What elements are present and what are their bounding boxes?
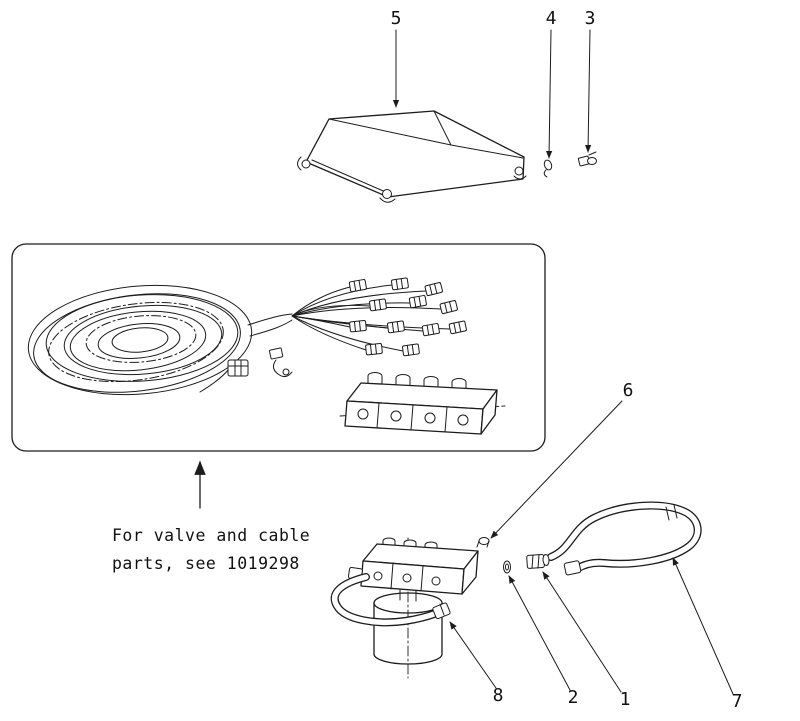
hose-7-end-fitting <box>563 560 582 576</box>
leader-1 <box>542 571 622 693</box>
hose-8-end-fitting <box>432 602 451 620</box>
leader-2 <box>508 575 571 691</box>
part-3-fitting <box>577 151 597 167</box>
leader-6 <box>490 400 623 539</box>
callout-4: 4 <box>546 8 557 29</box>
cable-connector <box>439 300 458 315</box>
hose-7 <box>547 501 702 576</box>
cable-coil <box>27 284 293 396</box>
callout-7: 7 <box>732 691 743 712</box>
relay-bracket <box>268 347 293 378</box>
callout-5: 5 <box>391 8 402 29</box>
hose-8 <box>330 573 451 627</box>
leader-7 <box>672 557 734 695</box>
leader-3 <box>584 29 592 153</box>
cable-connectors <box>348 277 467 357</box>
part-2-washer <box>503 560 511 574</box>
cable-connector <box>390 277 409 291</box>
part-6-plug <box>476 537 490 548</box>
cover-tab-right <box>513 166 527 180</box>
leader-4 <box>545 29 553 159</box>
part-1-fitting <box>526 554 550 569</box>
callout-1: 1 <box>620 689 631 710</box>
cable-connector <box>386 320 405 334</box>
cover-plate <box>297 110 527 203</box>
wire-harness <box>291 284 451 352</box>
cable-connector <box>408 295 427 309</box>
callout-6: 6 <box>623 380 634 401</box>
square-connector <box>227 359 249 377</box>
cable-connector <box>348 279 367 293</box>
cable-connector <box>368 298 387 312</box>
cable-connector <box>424 282 443 297</box>
callout-3: 3 <box>585 8 596 29</box>
cable-connector <box>365 343 383 356</box>
cable-connector <box>421 323 440 337</box>
leader-8 <box>449 621 497 689</box>
cover-tab-left <box>297 156 311 171</box>
manifold-block <box>347 537 490 595</box>
callout-2: 2 <box>568 687 579 708</box>
part-4-clip <box>543 159 553 178</box>
note-line-2: parts, see 1019298 <box>112 554 300 573</box>
cover-tab-bottom <box>379 189 396 203</box>
valve-block <box>339 372 506 435</box>
hose-7-ferrule <box>665 504 678 521</box>
leader-lines <box>392 29 734 695</box>
note-line-1: For valve and cable <box>112 526 310 545</box>
callout-8: 8 <box>493 685 504 706</box>
cable-connector <box>401 343 420 357</box>
cable-connector <box>448 320 467 335</box>
cable-connector <box>349 320 367 333</box>
